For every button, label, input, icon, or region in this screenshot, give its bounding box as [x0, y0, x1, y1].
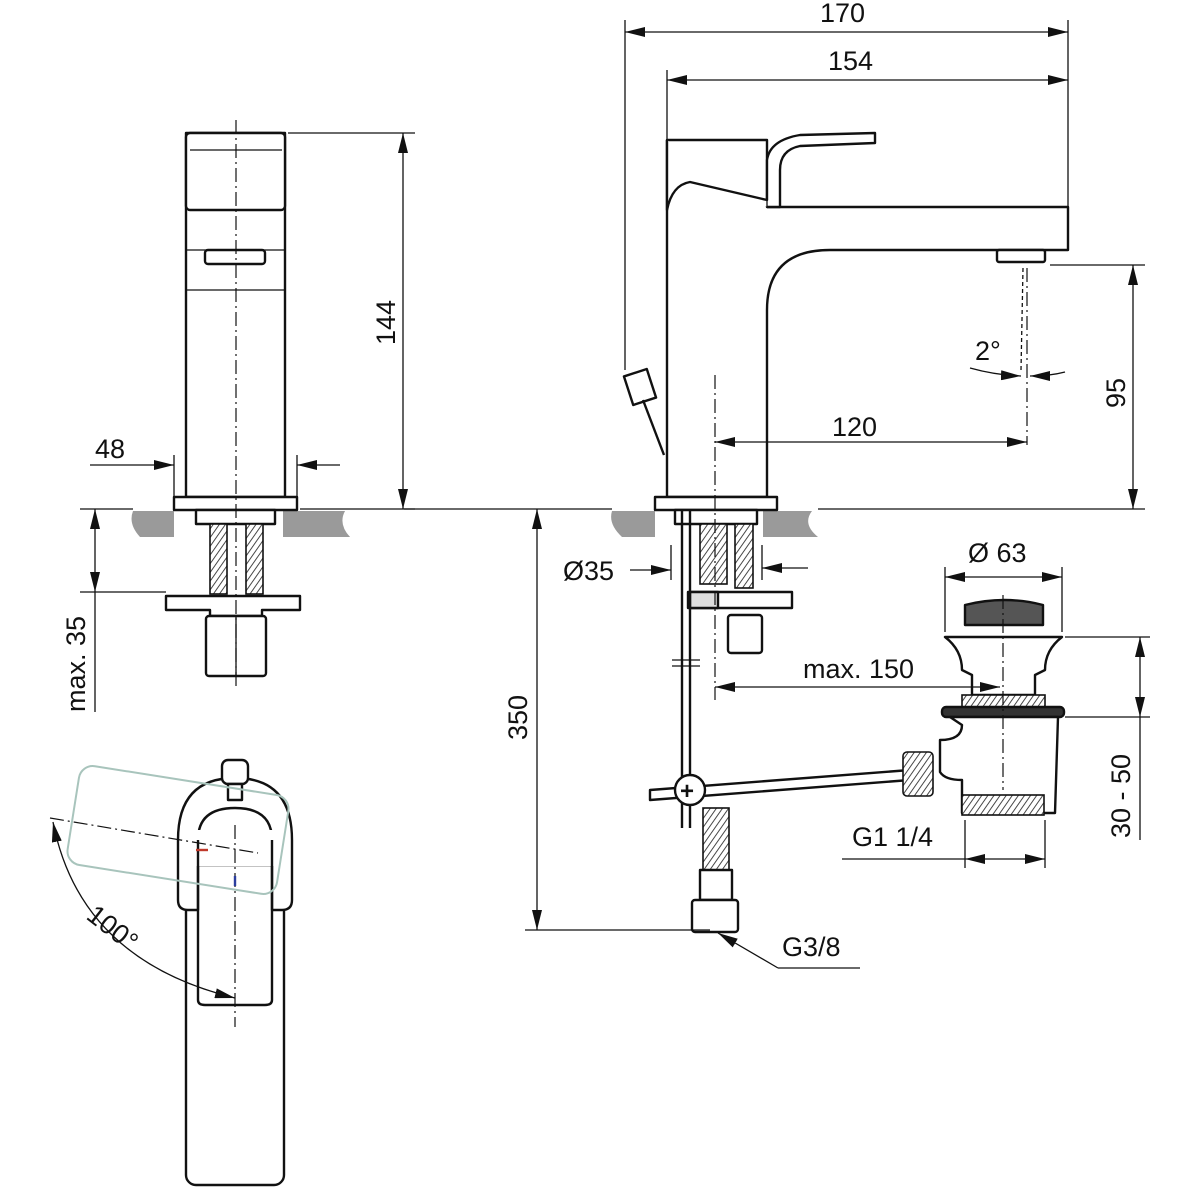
dim-dia-63: Ø 63 — [944, 538, 1063, 632]
side-view: + — [611, 131, 1070, 934]
dim-label-350: 350 — [503, 695, 533, 740]
rotation-arc — [51, 821, 236, 999]
dim-label-g3-8: G3/8 — [782, 932, 841, 962]
dim-label-95: 95 — [1101, 378, 1131, 408]
dim-154: 154 — [666, 46, 1068, 140]
dim-label-30-50: 30 - 50 — [1106, 754, 1136, 838]
dim-label-max-150: max. 150 — [803, 654, 914, 684]
dim-label-dia-63: Ø 63 — [968, 538, 1027, 568]
side-body-spout — [665, 138, 1070, 499]
dim-max-35: max. 35 — [61, 508, 166, 712]
front-fixing-bracket — [164, 594, 302, 618]
dim-g3-8: G3/8 — [717, 932, 860, 969]
dim-height-144: 144 — [288, 132, 415, 510]
dim-30-50: 30 - 50 — [1065, 636, 1150, 840]
dim-label-max-35: max. 35 — [61, 616, 91, 712]
dim-2deg: 2° — [969, 267, 1066, 381]
waste-valve — [902, 595, 1066, 816]
dim-label-100deg: 100° — [81, 899, 143, 957]
dim-label-154: 154 — [828, 46, 873, 76]
dim-label-g1-1-4: G1 1/4 — [852, 822, 933, 852]
dim-dia-35: Ø35 — [563, 545, 808, 586]
dim-max-150: max. 150 — [715, 654, 1000, 692]
supply-nut — [690, 898, 740, 934]
side-lever — [665, 131, 877, 212]
front-view — [131, 120, 350, 690]
dim-label-48: 48 — [95, 434, 125, 464]
dim-label-120: 120 — [832, 412, 877, 442]
dim-label-144: 144 — [371, 300, 401, 345]
dim-width-48: 48 — [90, 434, 340, 497]
dim-label-2deg: 2° — [975, 336, 1001, 366]
dim-120: 120 — [715, 412, 1027, 447]
dim-g1-1-4: G1 1/4 — [842, 820, 1046, 868]
side-aerator — [995, 248, 1047, 264]
dim-350: 350 — [503, 509, 710, 931]
top-view: 100° — [49, 758, 294, 1187]
pivot-joint — [673, 773, 707, 807]
svg-text:+: + — [680, 778, 694, 805]
dim-label-170: 170 — [820, 0, 865, 28]
dim-label-dia-35: Ø35 — [563, 556, 614, 586]
front-aerator — [203, 248, 267, 266]
side-base-plate — [653, 495, 779, 512]
dim-170: 170 — [624, 0, 1069, 370]
countertop-right — [611, 511, 818, 537]
dim-95: 95 — [1050, 264, 1145, 509]
